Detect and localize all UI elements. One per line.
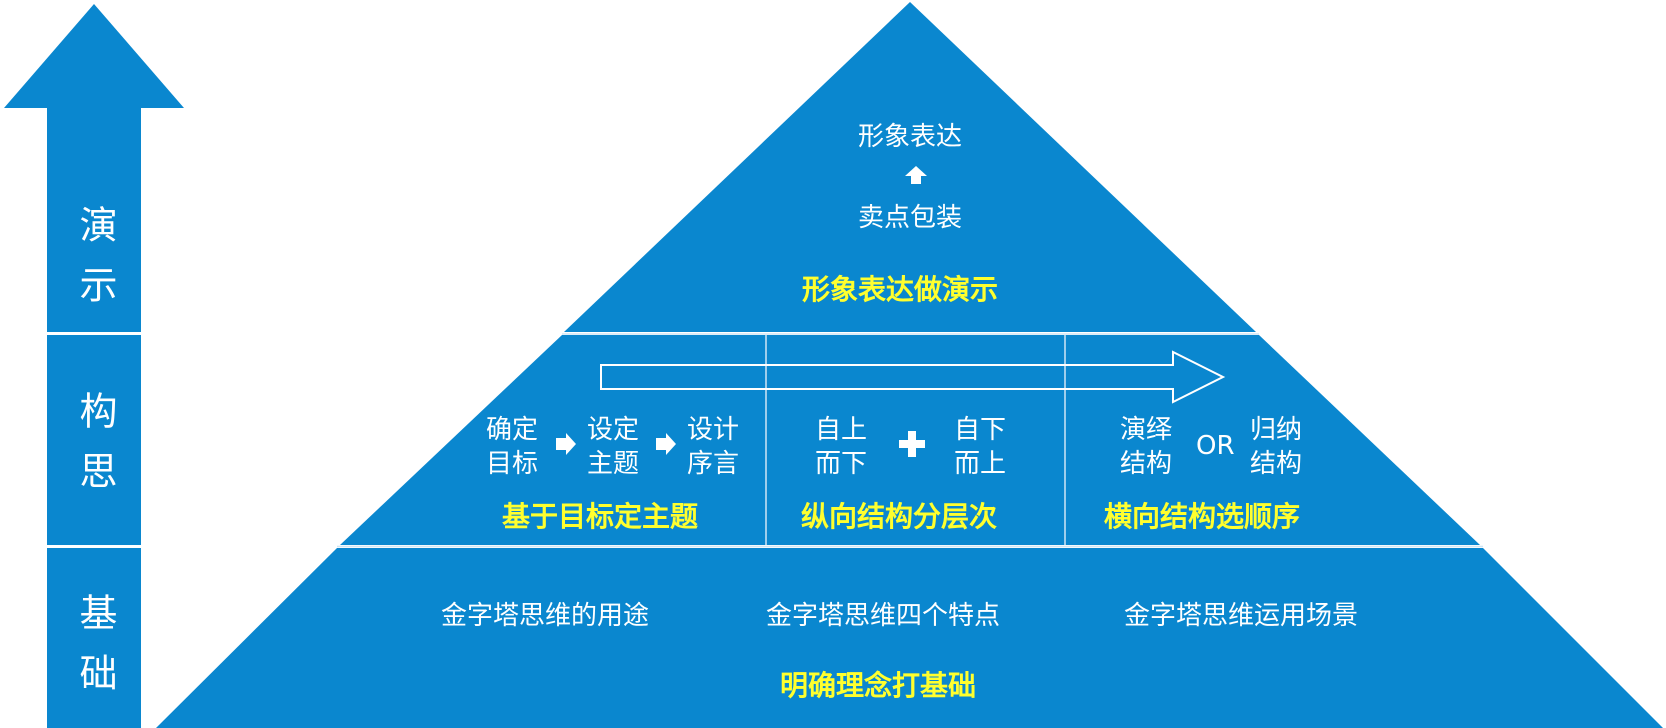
step-design-preface: 设计 序言 [687,413,739,481]
step-line: 序言 [687,449,740,479]
step-line: 主题 [587,449,640,479]
pair-line: 演绎 [1120,415,1173,445]
pair-line: 归纳 [1250,415,1303,445]
bottom-up-label: 自下 而上 [954,413,1006,481]
side-arrow-shaft-middle [47,335,141,545]
side-label-presentation: 演示 [73,205,117,325]
step-line: 设定 [587,415,640,445]
middle-section-1-title: 基于目标定主题 [502,500,699,533]
arrow-right-icon [656,433,676,455]
side-arrow-shaft-top [47,108,141,332]
pair-line: 结构 [1250,449,1303,479]
pair-line: 而下 [815,449,868,479]
top-tier-title: 形象表达做演示 [802,273,999,306]
top-down-label: 自上 而下 [815,413,867,481]
side-arrow-shaft-bottom [47,548,141,728]
or-connector: OR [1196,431,1235,461]
side-arrow-head [4,4,184,108]
side-label-foundation: 基础 [73,593,117,713]
step-confirm-goal: 确定 目标 [486,413,538,481]
pyramid-top-tier [564,2,1256,332]
plus-icon [899,431,925,457]
pyramid-bottom-tier [156,548,1663,728]
bottom-item-features: 金字塔思维四个特点 [766,601,1001,631]
deductive-structure-label: 演绎 结构 [1120,413,1172,481]
step-line: 确定 [486,415,539,445]
pair-line: 而上 [954,449,1007,479]
bottom-item-uses: 金字塔思维的用途 [441,601,650,631]
side-arrow [4,4,184,728]
arrow-right-icon [556,433,576,455]
long-arrow-right-icon [600,350,1226,404]
middle-section-2-title: 纵向结构分层次 [801,500,998,533]
inductive-structure-label: 归纳 结构 [1250,413,1302,481]
pair-line: 自下 [954,415,1007,445]
top-upper-text: 形象表达 [858,122,963,152]
arrow-up-icon [905,166,927,184]
middle-section-3-title: 横向结构选顺序 [1104,500,1301,533]
pair-line: 结构 [1120,449,1173,479]
step-line: 设计 [687,415,740,445]
step-line: 目标 [486,449,539,479]
bottom-item-scenarios: 金字塔思维运用场景 [1124,601,1359,631]
top-lower-text: 卖点包装 [858,203,963,233]
bottom-tier-title: 明确理念打基础 [780,669,977,702]
side-label-conception: 构思 [73,391,117,511]
step-set-topic: 设定 主题 [587,413,639,481]
pair-line: 自上 [815,415,868,445]
